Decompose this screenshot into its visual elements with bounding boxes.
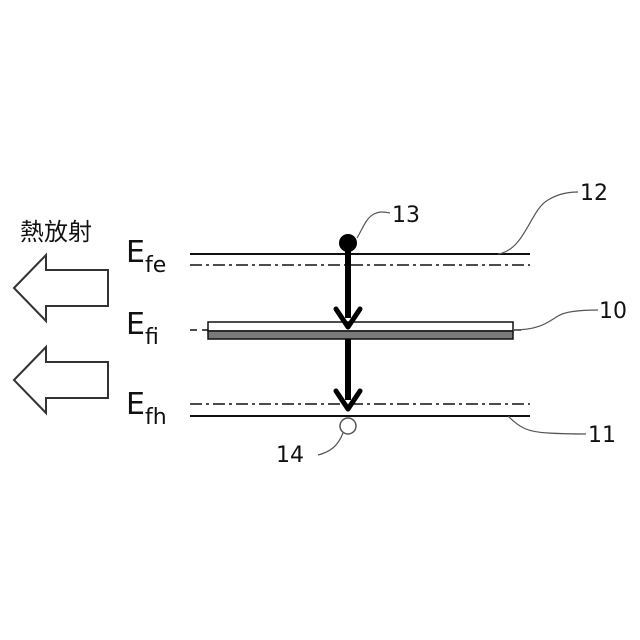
level-fe-main: E <box>126 235 145 270</box>
ref-number-13: 13 <box>392 203 420 228</box>
heat-arrow-lower <box>14 347 108 413</box>
hole-circle <box>340 418 356 434</box>
level-label-fi: Efi <box>126 307 159 350</box>
intermediate-band-lower <box>208 331 513 339</box>
leader-line-10 <box>513 310 598 330</box>
level-fh-main: E <box>126 387 145 422</box>
level-fh-sub: fh <box>145 405 167 430</box>
heat-arrow-upper <box>14 255 108 321</box>
level-label-fe: Efe <box>126 235 166 278</box>
leader-line-11 <box>508 416 586 434</box>
leader-line-13 <box>357 212 390 238</box>
ref-number-11: 11 <box>588 423 616 448</box>
ref-number-10: 10 <box>599 299 627 324</box>
ref-number-12: 12 <box>580 181 608 206</box>
intermediate-band-upper <box>208 322 513 331</box>
level-label-fh: Efh <box>126 387 167 430</box>
level-fe-sub: fe <box>145 253 166 278</box>
ref-number-14: 14 <box>276 443 304 468</box>
leader-line-14 <box>318 433 343 455</box>
heat-radiation-label: 熱放射 <box>20 218 92 246</box>
leader-line-12 <box>498 192 578 254</box>
level-fi-sub: fi <box>145 325 159 350</box>
level-fi-main: E <box>126 307 145 342</box>
electron-dot <box>339 234 357 252</box>
